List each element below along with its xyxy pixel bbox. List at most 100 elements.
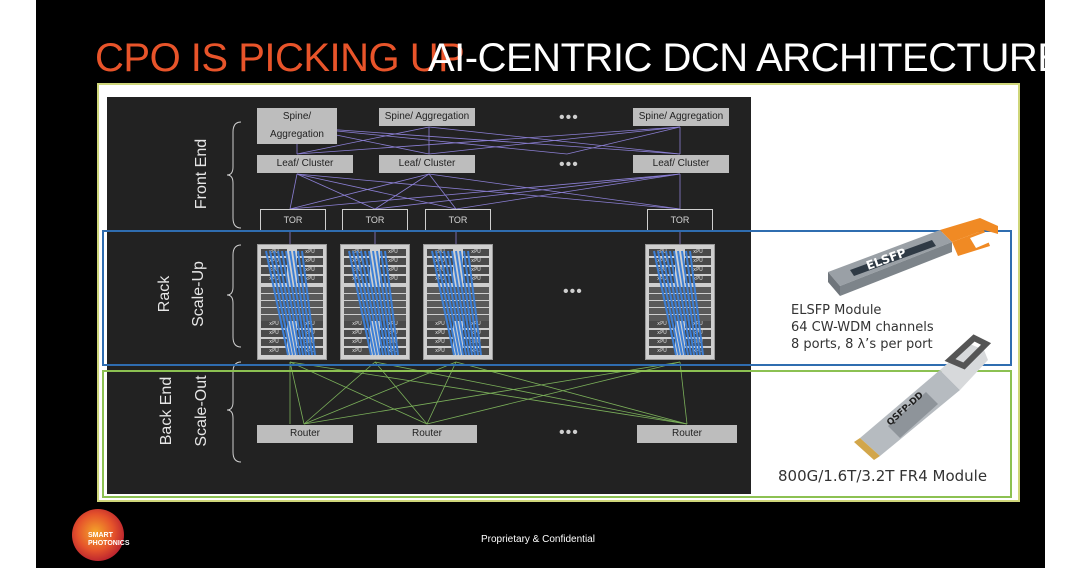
xpu-block: xPU xyxy=(297,348,323,355)
logo-line1: SMART xyxy=(88,532,113,539)
xpu-block: xPU xyxy=(427,339,453,346)
xpu-block: xPU xyxy=(427,276,453,283)
xpu-block: xPU xyxy=(427,258,453,265)
spine-switch-2: Spine/ Aggregation xyxy=(379,108,475,126)
xpu-block: xPU xyxy=(685,348,711,355)
xpu-block: xPU xyxy=(649,330,675,337)
xpu-block: xPU xyxy=(344,339,370,346)
xpu-block: xPU xyxy=(344,276,370,283)
elsfp-caption-line1: ELSFP Module xyxy=(791,303,882,318)
spine-ellipsis: ••• xyxy=(559,109,579,126)
xpu-block: xPU xyxy=(463,348,489,355)
rack-ellipsis: ••• xyxy=(563,283,583,300)
rack-4: xPUxPUxPUxPUxPUxPUxPUxPUxPUxPUxPUxPUxPUx… xyxy=(645,244,715,360)
slide-title: CPO IS PICKING UP xyxy=(95,36,465,80)
switch-tray xyxy=(261,294,323,300)
label-front-end: Front End xyxy=(193,138,210,210)
tor-switch-2: TOR xyxy=(342,209,408,231)
qsfp-caption: 800G/1.6T/3.2T FR4 Module xyxy=(778,467,988,485)
network-diagram: Spine/ Aggregation Spine/ Aggregation ••… xyxy=(107,97,751,494)
diagram-links xyxy=(226,121,688,463)
rack-interconnect xyxy=(265,250,316,356)
switch-tray xyxy=(649,315,711,321)
left-margin xyxy=(0,0,36,568)
spine-switch-3: Spine/ Aggregation xyxy=(633,108,729,126)
elsfp-caption-line3: 8 ports, 8 λ’s per port xyxy=(791,337,933,352)
tor-switch-1: TOR xyxy=(260,209,326,231)
xpu-block: xPU xyxy=(685,276,711,283)
rack-2: xPUxPUxPUxPUxPUxPUxPUxPUxPUxPUxPUxPUxPUx… xyxy=(340,244,410,360)
router-3: Router xyxy=(637,425,737,443)
xpu-block: xPU xyxy=(344,348,370,355)
xpu-block: xPU xyxy=(344,258,370,265)
xpu-block: xPU xyxy=(261,321,287,328)
xpu-block: xPU xyxy=(380,321,406,328)
switch-tray xyxy=(427,315,489,321)
xpu-block: xPU xyxy=(463,276,489,283)
leaf-ellipsis: ••• xyxy=(559,156,579,173)
xpu-block: xPU xyxy=(649,321,675,328)
xpu-block: xPU xyxy=(427,348,453,355)
switch-tray xyxy=(649,294,711,300)
qsfp-module-image: QSFP-DD xyxy=(854,334,992,460)
xpu-block: xPU xyxy=(463,267,489,274)
xpu-block: xPU xyxy=(380,249,406,256)
smart-photonics-logo-text: SMART PHOTONICS xyxy=(88,532,130,548)
xpu-block: xPU xyxy=(685,321,711,328)
switch-tray xyxy=(261,315,323,321)
switch-tray xyxy=(344,315,406,321)
smart-photonics-logo-mark xyxy=(72,509,124,561)
router-1: Router xyxy=(257,425,353,443)
xpu-block: xPU xyxy=(685,258,711,265)
spine-switch-1: Spine/ Aggregation xyxy=(257,108,337,144)
leaf-switch-2: Leaf/ Cluster xyxy=(379,155,475,173)
xpu-block: xPU xyxy=(297,276,323,283)
xpu-block: xPU xyxy=(463,258,489,265)
router-ellipsis: ••• xyxy=(559,424,579,441)
xpu-block: xPU xyxy=(649,348,675,355)
elsfp-module-image: ELSFP xyxy=(828,218,998,296)
title-part-orange: CPO IS PICKING UP xyxy=(95,36,465,80)
xpu-block: xPU xyxy=(261,258,287,265)
rack-interconnect xyxy=(431,250,482,356)
xpu-block: xPU xyxy=(380,348,406,355)
xpu-block: xPU xyxy=(297,321,323,328)
scale-out-highlight xyxy=(102,370,1012,498)
rack-3: xPUxPUxPUxPUxPUxPUxPUxPUxPUxPUxPUxPUxPUx… xyxy=(423,244,493,360)
xpu-block: xPU xyxy=(261,330,287,337)
right-margin xyxy=(1045,0,1080,568)
tor-switch-4: TOR xyxy=(647,209,713,231)
xpu-block: xPU xyxy=(261,348,287,355)
rack-interconnect xyxy=(653,250,704,356)
footer-confidential: Proprietary & Confidential xyxy=(481,534,595,545)
rack-interconnect xyxy=(348,250,399,356)
leaf-switch-3: Leaf/ Cluster xyxy=(633,155,729,173)
logo-line2: PHOTONICS xyxy=(88,540,130,547)
xpu-block: xPU xyxy=(380,267,406,274)
elsfp-caption: ELSFP Module 64 CW-WDM channels 8 ports,… xyxy=(791,302,934,353)
xpu-block: xPU xyxy=(261,339,287,346)
xpu-block: xPU xyxy=(261,276,287,283)
rack-1: xPUxPUxPUxPUxPUxPUxPUxPUxPUxPUxPUxPUxPUx… xyxy=(257,244,327,360)
xpu-block: xPU xyxy=(344,321,370,328)
xpu-block: xPU xyxy=(685,249,711,256)
elsfp-caption-line2: 64 CW-WDM channels xyxy=(791,320,934,335)
router-2: Router xyxy=(377,425,477,443)
xpu-block: xPU xyxy=(380,258,406,265)
leaf-switch-1: Leaf/ Cluster xyxy=(257,155,353,173)
slide-title-overlay: AI-CENTRIC DCN ARCHITECTURE xyxy=(428,36,1064,80)
switch-tray xyxy=(427,294,489,300)
xpu-block: xPU xyxy=(297,249,323,256)
title-part-white: AI-CENTRIC DCN ARCHITECTURE xyxy=(428,36,1064,80)
xpu-block: xPU xyxy=(463,249,489,256)
xpu-block: xPU xyxy=(344,330,370,337)
xpu-block: xPU xyxy=(427,321,453,328)
xpu-block: xPU xyxy=(649,339,675,346)
tor-switch-3: TOR xyxy=(425,209,491,231)
xpu-block: xPU xyxy=(649,258,675,265)
xpu-block: xPU xyxy=(427,330,453,337)
xpu-block: xPU xyxy=(685,267,711,274)
xpu-block: xPU xyxy=(297,267,323,274)
scale-up-highlight xyxy=(102,230,1012,366)
xpu-block: xPU xyxy=(380,276,406,283)
